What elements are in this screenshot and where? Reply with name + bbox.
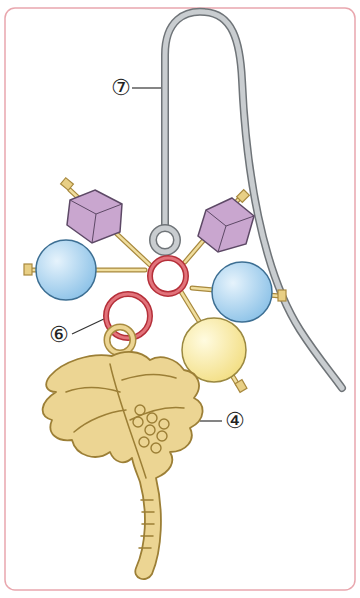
leaf-charm xyxy=(43,327,203,579)
leader-line xyxy=(132,87,164,88)
blue-pearl xyxy=(212,262,272,322)
callout-number: ⑦ xyxy=(110,77,132,99)
blue-pearl xyxy=(36,240,96,300)
callout-number: ⑥ xyxy=(48,324,70,346)
ear-hook xyxy=(153,12,342,388)
bicone-bead xyxy=(67,190,254,252)
callout-number: ④ xyxy=(224,410,246,432)
leader-line xyxy=(200,420,222,421)
frame xyxy=(5,8,355,590)
eye-pins xyxy=(30,190,280,385)
leader-line xyxy=(72,318,106,334)
